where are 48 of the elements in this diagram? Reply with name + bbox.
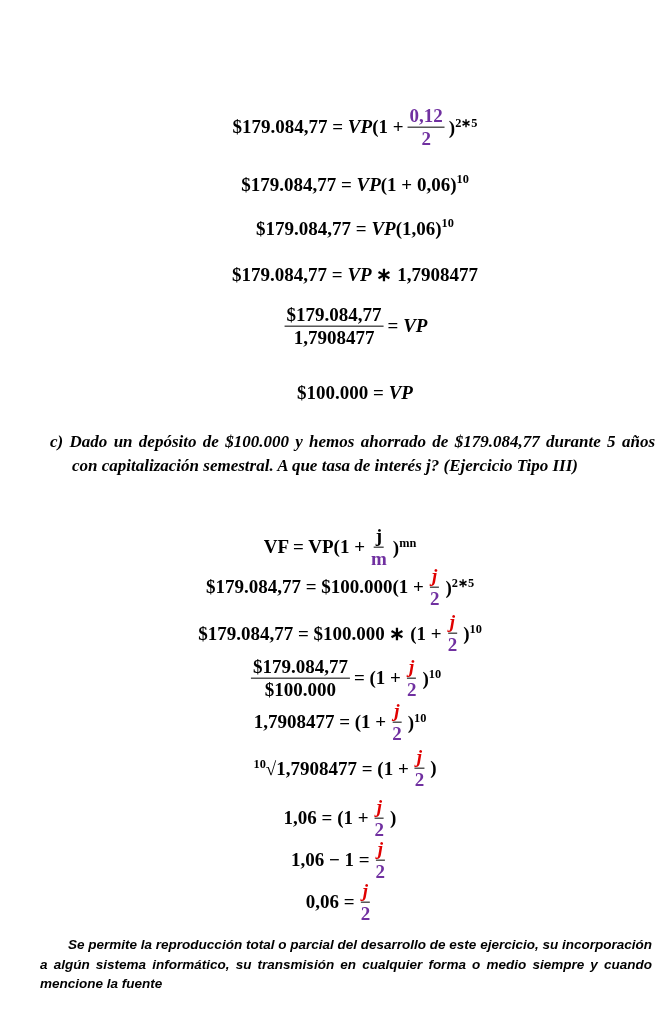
fraction-denominator: 2 bbox=[391, 722, 403, 745]
fraction-denominator: 2 bbox=[446, 633, 459, 656]
equation-text: $179.084,77 = VP ∗ 1,7908477 bbox=[231, 262, 479, 286]
fraction-denominator: m bbox=[370, 547, 388, 570]
fraction-denominator: 2 bbox=[413, 768, 426, 791]
fraction-numerator: j bbox=[373, 524, 385, 548]
fraction-numerator: j bbox=[447, 610, 458, 634]
fraction-numerator: $179.084,77 bbox=[284, 303, 384, 327]
fraction-denominator: 2 bbox=[359, 902, 372, 925]
fraction-numerator: j bbox=[430, 564, 440, 588]
fraction-numerator: $179.084,77 bbox=[250, 655, 350, 679]
copyright-notice: Se permite la reproducción total o parcial del desarrollo de este ejercicio, su incorporación a algún sistema informático, su transmisión en cualquier forma o medio siempre y cuando mencione la fuente bbox=[40, 936, 652, 994]
exercise-statement: c) Dado un depósito de $100.000 y hemos ahorrado de $179.084,77 durante 5 años con capitalización semestral. A que tasa de interés j? (Ejercicio Tipo III) bbox=[50, 431, 655, 477]
equation-text: )$^{mn}$ bbox=[391, 535, 418, 559]
fraction-numerator: j bbox=[392, 699, 402, 723]
equation-text: $179.084,77 = VP(1 + bbox=[231, 116, 405, 138]
fraction-numerator: j bbox=[360, 879, 371, 903]
fraction-numerator: j bbox=[375, 837, 385, 861]
equation-text: $179.084,77 = $100.000 ∗ (1 + bbox=[197, 621, 443, 645]
equation-text: VF = VP(1 + bbox=[262, 536, 366, 558]
equation-text: $^{10}$√1,7908477 = (1 + bbox=[252, 756, 410, 780]
equation-text: = VP bbox=[386, 315, 429, 337]
fraction-denominator: 2 bbox=[420, 127, 432, 150]
equation-text: ) bbox=[429, 757, 438, 779]
fraction-denominator: 1,7908477 bbox=[292, 326, 376, 349]
equation-text: 1,7908477 = (1 + bbox=[252, 711, 388, 733]
fraction-numerator: j bbox=[407, 655, 417, 679]
equation-text: )$^{10}$ bbox=[421, 666, 443, 690]
fraction-denominator: 2 bbox=[374, 860, 387, 883]
equation-text: )$^{2∗5}$ bbox=[444, 575, 476, 599]
equation-text: $179.084,77 = VP(1 + 0,06)$^{10}$ bbox=[240, 172, 470, 196]
equation-text: = (1 + bbox=[352, 667, 402, 689]
equation-text: ) bbox=[389, 807, 398, 829]
fraction-numerator: j bbox=[374, 795, 384, 819]
equation-text: )$^{10}$ bbox=[462, 621, 483, 645]
fraction-numerator: j bbox=[414, 745, 425, 769]
equation-text: )$^{10}$ bbox=[406, 710, 428, 734]
fraction-denominator: 2 bbox=[405, 678, 418, 701]
fraction-numerator: 0,12 bbox=[407, 104, 445, 128]
equation-text: $179.084,77 = VP(1,06)$^{10}$ bbox=[255, 216, 455, 240]
equation-text: 1,06 = (1 + bbox=[282, 807, 370, 829]
fraction-denominator: $100.000 bbox=[263, 678, 338, 701]
equation-text: 1,06 − 1 = bbox=[289, 849, 371, 871]
fraction-denominator: 2 bbox=[428, 587, 441, 610]
equation-text: 0,06 = bbox=[304, 891, 356, 913]
equation-text: $100.000 = VP bbox=[296, 382, 414, 404]
equation-text: $179.084,77 = $100.000(1 + bbox=[204, 576, 425, 598]
equation-text: )$^{2∗5}$ bbox=[447, 115, 479, 139]
